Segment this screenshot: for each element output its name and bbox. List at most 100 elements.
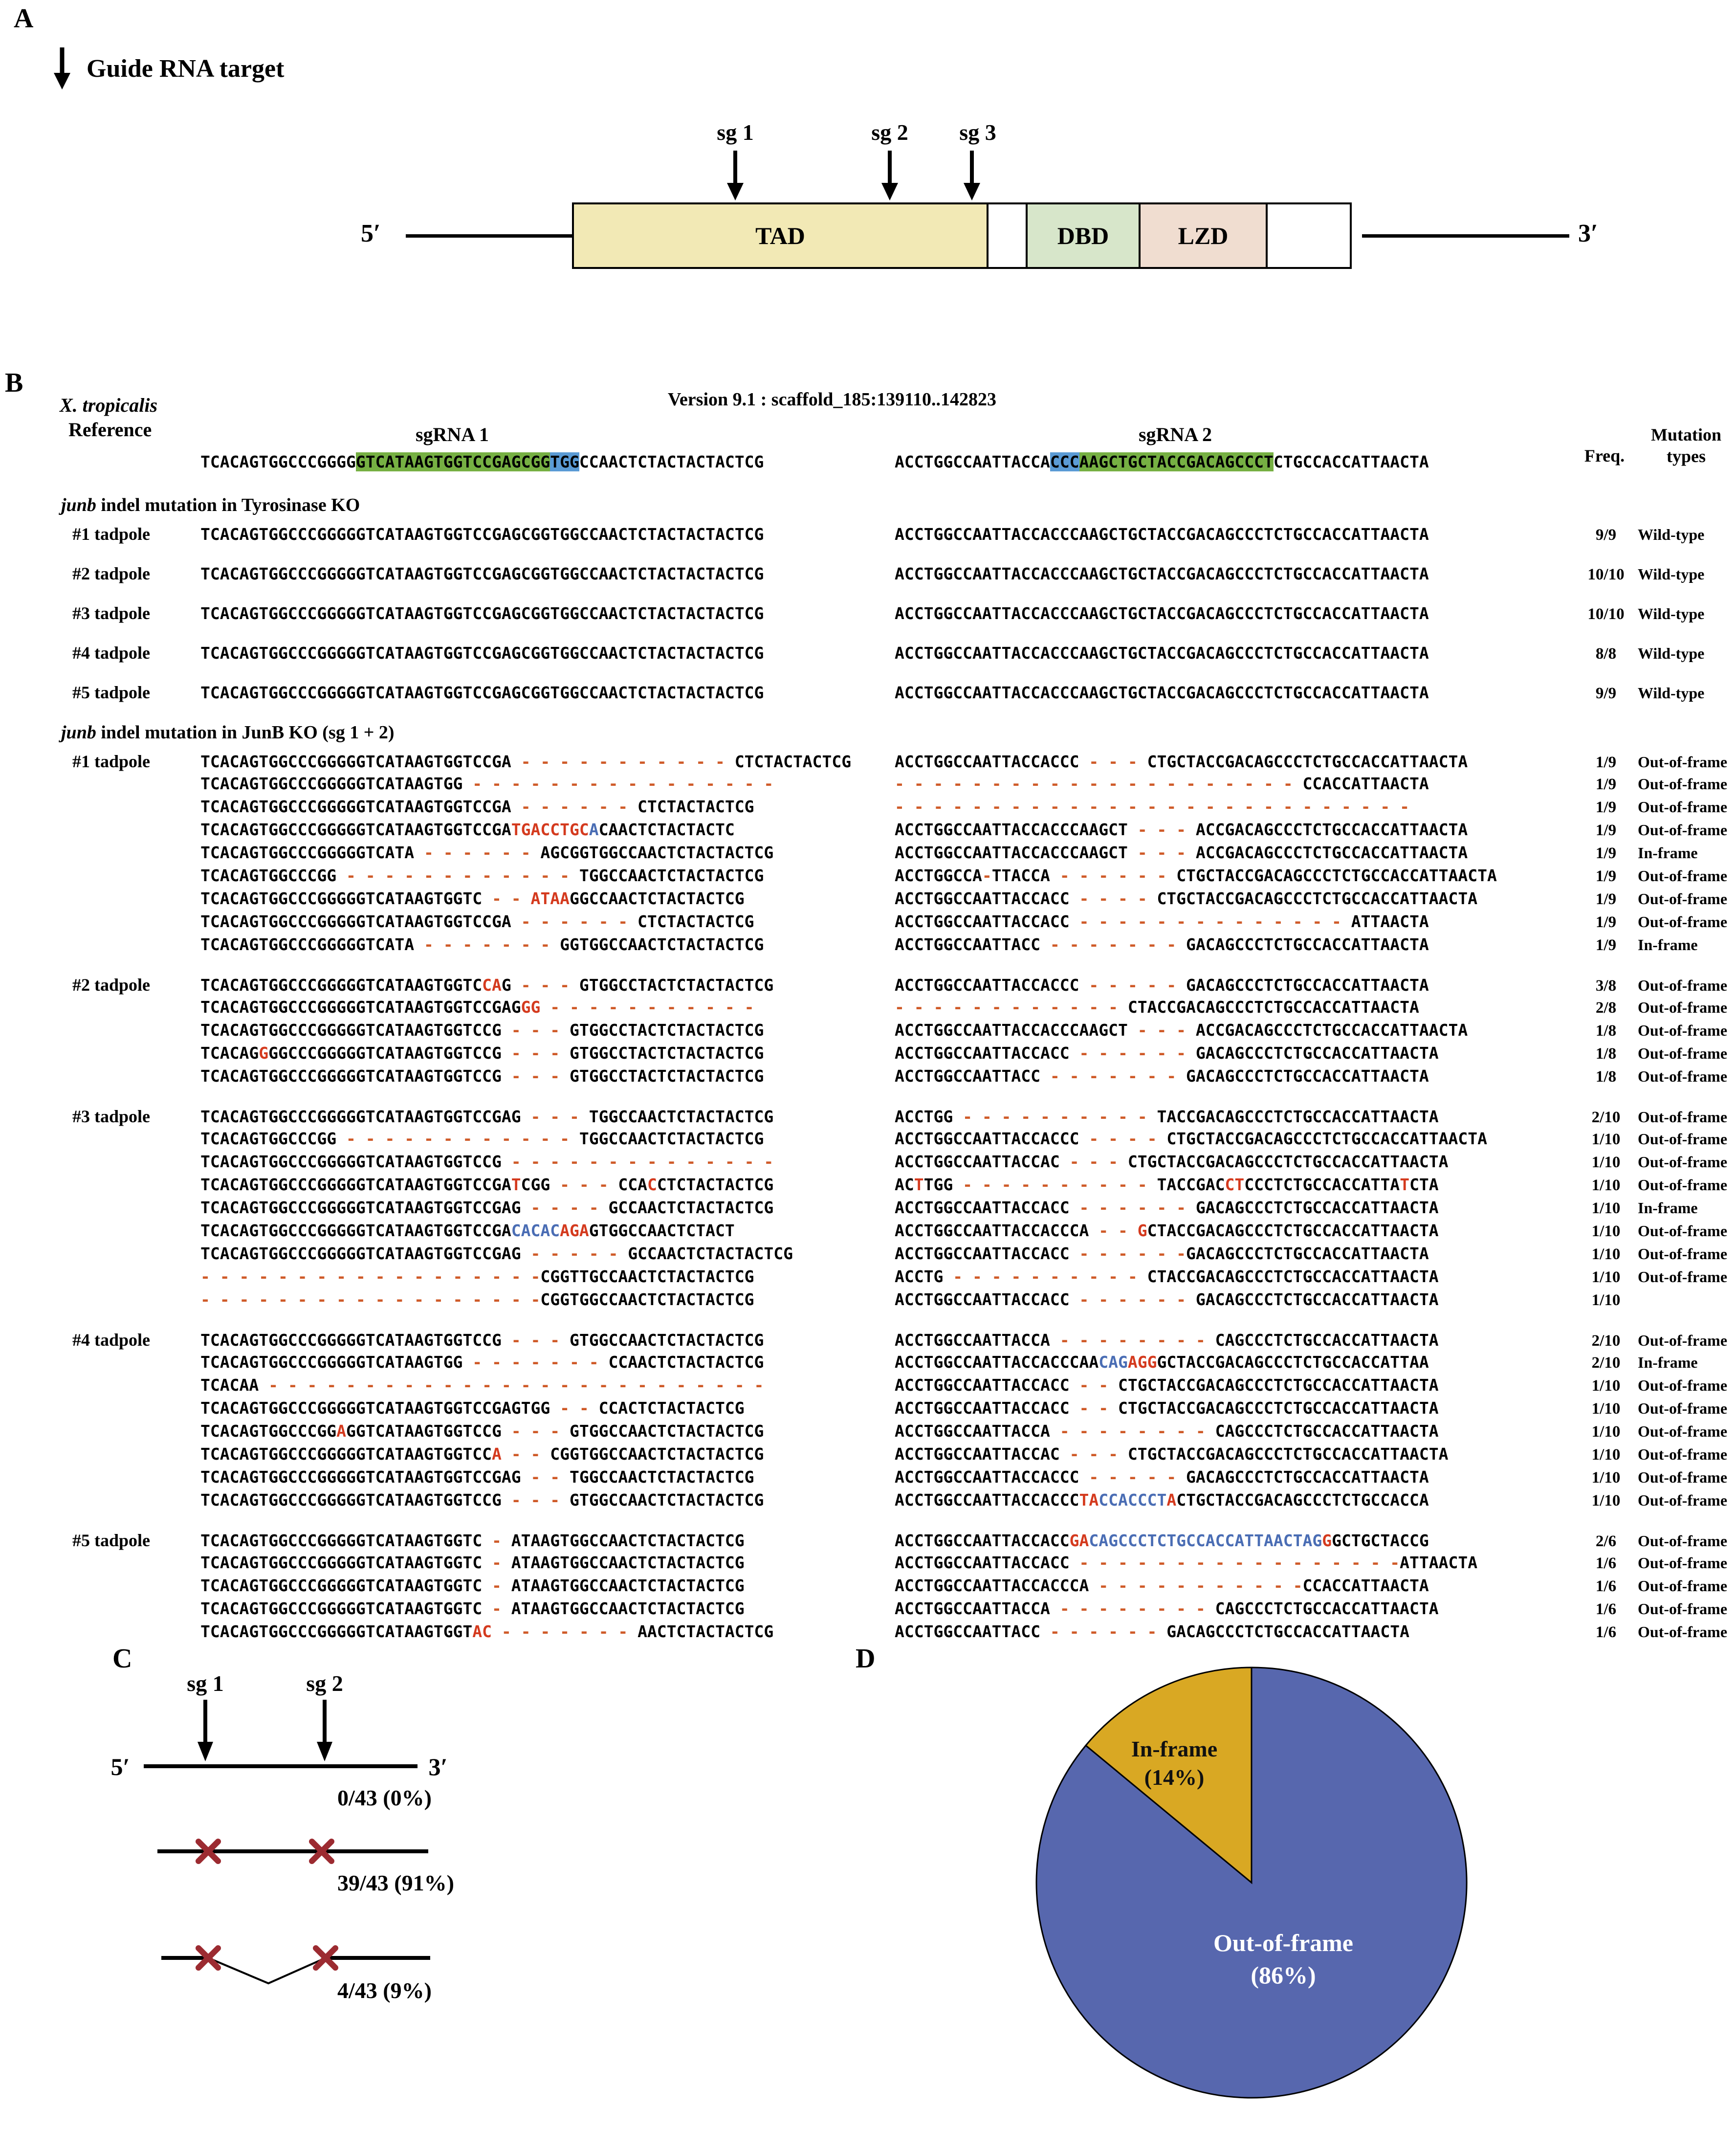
sequence-right: ACCTGG - - - - - - - - - - TACCGACAGCCCT… [895, 1107, 1574, 1126]
sequence-left: TCACAGTGGCCCGGGGGTCATAAGTGG - - - - - - … [200, 774, 895, 793]
frequency-value: 1/10 [1591, 1245, 1621, 1263]
sequence-segment: CGG [521, 1175, 550, 1194]
sequence-right: ACCTGGCCAATTACCACCCAAGCT - - - ACCGACAGC… [895, 843, 1574, 862]
sequence-right: ACCTGGCCAATTACCAC - - - CTGCTACCGACAGCCC… [895, 1152, 1574, 1171]
sequence-segment: TCACAGTGGCCCGGGGGTCATAAGTGGTCCG [200, 1021, 502, 1040]
sequence-segment: TCACAGTGGCCCGGGGGTCATAAGTGGTCCGAG [200, 1244, 521, 1263]
sequence-segment: TGACCTGC [511, 820, 589, 839]
sequence-segment: GTGGCCAACTCTACTACTCG [569, 1490, 764, 1510]
sequence-left: TCACAGTGGCCCGGGGGTCATAAGTGGTCCGAGTGG - -… [200, 1399, 895, 1418]
sequence-right: ACCTGGCCAATTACCACC - - - - - - GACAGCCCT… [895, 1044, 1574, 1063]
three-prime-label: 3′ [1578, 220, 1598, 247]
sequence-segment: GGCCAACTCTACTACTCG [570, 889, 745, 908]
sequence-segment: TCACAGTGGCCCGGGGGTCATAAGTGG [200, 1353, 463, 1372]
sequence-segment: - - - - - - [511, 912, 638, 931]
five-prime-label: 5′ [361, 220, 381, 247]
sequence-segment: TACCGAC [1157, 1175, 1225, 1194]
gene-diagram: sg 1 sg 2 sg 3 5′ TAD DBD LZD 3′ [0, 112, 1736, 318]
sequence-segment: A [1166, 1490, 1177, 1510]
mutation-type-value: In-frame [1638, 844, 1698, 862]
sequence-segment: TCACAGTGGCCCGGGGGTCATAAGTGG [200, 774, 463, 793]
sequence-segment: AC [895, 1175, 914, 1194]
sequence-segment: - - - - - - - - - - - - - - [1069, 912, 1351, 931]
frequency-value: 10/10 [1587, 566, 1625, 583]
sequence-right: ACCTGGCCAATTACCACC - - - - - - GACAGCCCT… [895, 1290, 1574, 1309]
alignment-row: - - - - - - - - - - - - - - - - - -CGGTG… [0, 1290, 1736, 1313]
gene-line-right [1362, 234, 1569, 238]
sequence-segment: CAG [1099, 1353, 1128, 1372]
alignment-row: TCACAGTGGCCCGGGGGTCATAAGTGGTCCG - - - GT… [0, 1490, 1736, 1513]
sequence-segment: GTGGCCTACTCTACTACTCG [570, 1044, 764, 1063]
tadpole-label: #4 tadpole [72, 643, 151, 663]
sequence-segment: - - [550, 1399, 599, 1418]
sequence-segment: GACAGCCCTCTGCCACCATTAACTA [1195, 1198, 1439, 1217]
sequence-segment: TCACAGTGGCCCGGGGGTCATAAGTGGTCCGAGTGG [200, 1399, 550, 1418]
sequence-segment: - [482, 1553, 511, 1572]
mutation-type-value: Out-of-frame [1638, 1399, 1728, 1417]
sequence-left: TCACAGTGGCCCGGGGGTCATA - - - - - - AGCGG… [200, 843, 895, 862]
tadpole-label: #5 tadpole [72, 1531, 151, 1550]
mutation-type-value: Out-of-frame [1638, 1268, 1728, 1286]
sequence-segment: - - - - - - - - - - - - - - - - - - - - … [895, 774, 1303, 793]
panel-a-letter: A [14, 3, 34, 34]
sequence-segment: CCAACTCTACTACTCG [608, 1353, 764, 1372]
alignment-header: B X. tropicalis Reference Version 9.1 : … [0, 368, 1736, 481]
sgrna2-header: sgRNA 2 [1138, 423, 1212, 445]
sequence-segment: - - - - [1069, 889, 1157, 908]
sequence-right: ACCTGGCCAATTACCACC - - - - - - - - - - -… [895, 1553, 1574, 1572]
domain-box-spacer-1 [987, 202, 1028, 269]
sequence-segment: - - - - - - - - [1050, 1331, 1215, 1350]
mutation-type-value: In-frame [1638, 1199, 1698, 1217]
mutation-type-value: Out-of-frame [1638, 1130, 1728, 1148]
sequence-segment: TCACAGTGGCCCGGGGGTCATAAGTGGTCCGAGCGGTGGC… [200, 564, 764, 583]
sequence-left: TCACAGTGGCCCGG - - - - - - - - - - - - T… [200, 1129, 895, 1148]
sequence-segment: GTGGCCAACTCTACT [589, 1221, 735, 1240]
frequency-value: 1/6 [1595, 1600, 1617, 1618]
sequence-segment: TCACAA [200, 1376, 259, 1395]
sequence-left: TCACAGTGGCCCGGGGGTCATAAGTGGTC - ATAAGTGG… [200, 1576, 895, 1595]
mutation-type-value: Out-of-frame [1638, 798, 1728, 816]
alignment-row: TCACAGTGGCCCGGGGGTCATAAGTGGTCCG - - - GT… [0, 1066, 1736, 1089]
sequence-left: TCACAGTGGCCCGGGGGTCATAAGTGGTCCGATGACCTGC… [200, 820, 895, 839]
frequency-value: 1/10 [1591, 1377, 1621, 1395]
frequency-value: 1/10 [1591, 1199, 1621, 1217]
sequence-segment: ACCTGGCCAATTACCACC [895, 912, 1070, 931]
sequence-segment: - - - - - - - - - - - - - - - - - [1069, 1553, 1400, 1572]
sequence-segment: TA [1079, 1490, 1099, 1510]
sequence-segment: GACAGCCCTCTGCCACCATTAACTA [1186, 1467, 1429, 1487]
sequence-segment: - - - [501, 1331, 570, 1350]
sequence-segment: ACCTGGCCAATTACCACCC [895, 1467, 1079, 1487]
sequence-right: ACCTGGCCAATTACCACCC - - - - - GACAGCCCTC… [895, 976, 1574, 995]
sg3-arrow-icon [964, 151, 980, 200]
frequency-value: 8/8 [1595, 645, 1617, 663]
sequence-segment: GGTGGCCAACTCTACTACTCG [560, 935, 764, 954]
sequence-segment: - - - [501, 1421, 570, 1441]
sequence-segment: CGGTGGCCAACTCTACTACTCG [550, 1444, 764, 1464]
sequence-segment: - - - [511, 976, 579, 995]
sequence-segment: GACAGCCCTCTGCCACCATTAACTA [1186, 935, 1429, 954]
sequence-segment: - - - - - - [1069, 1244, 1187, 1263]
sequence-segment: TCACAGTGGCCCGGGGGTCATAAGTGGTCCGAG [200, 1467, 521, 1487]
sequence-segment: TCACAGTGGCCCGGGGGTCATA [200, 843, 415, 862]
frequency-value: 1/8 [1595, 1045, 1617, 1063]
sequence-segment: TCACAGTGGCCCGGGGGTCATAAGTGGTC [200, 1576, 483, 1595]
sequence-segment: GACAGCCCTCTGCCACCATTAACTA [1186, 1066, 1429, 1086]
sequence-right: - - - - - - - - - - - - - - - - - - - - … [895, 797, 1574, 816]
mutation-type-value: Out-of-frame [1638, 1491, 1728, 1509]
sequence-segment: CTGCTACCGACAGCCCTCTGCCACCATTAACTA [1166, 1129, 1487, 1148]
sequence-segment: CAACTCTACTACTC [598, 820, 735, 839]
sequence-right: ACCTGGCCAATTACCACCC - - - - CTGCTACCGACA… [895, 1129, 1574, 1148]
intact-count-label: 0/43 (0%) [337, 1785, 432, 1810]
sequence-right: ACCTGGCCAATTACCACCCAAGCTGCTACCGACAGCCCTC… [895, 564, 1574, 583]
sequence-segment: CCCTCTGCCACCATTA [1244, 1175, 1400, 1194]
sequence-right: ACTTGG - - - - - - - - - - TACCGACCTCCCT… [895, 1175, 1574, 1194]
section-heading: junb indel mutation in JunB KO (sg 1 + 2… [0, 722, 1736, 743]
sequence-right: ACCTGGCCA-TTACCA - - - - - - CTGCTACCGAC… [895, 866, 1574, 885]
sequence-segment: TGGCCAACTCTACTACTCG [579, 1129, 764, 1148]
organism-label: X. tropicalis [60, 394, 158, 416]
sequence-right: ACCTGGCCAATTACCAC - - - CTGCTACCGACAGCCC… [895, 1444, 1574, 1464]
sequence-segment: TCACAGTGGCCCGGGGGTCATAAGTGGTCCGA [200, 797, 511, 816]
